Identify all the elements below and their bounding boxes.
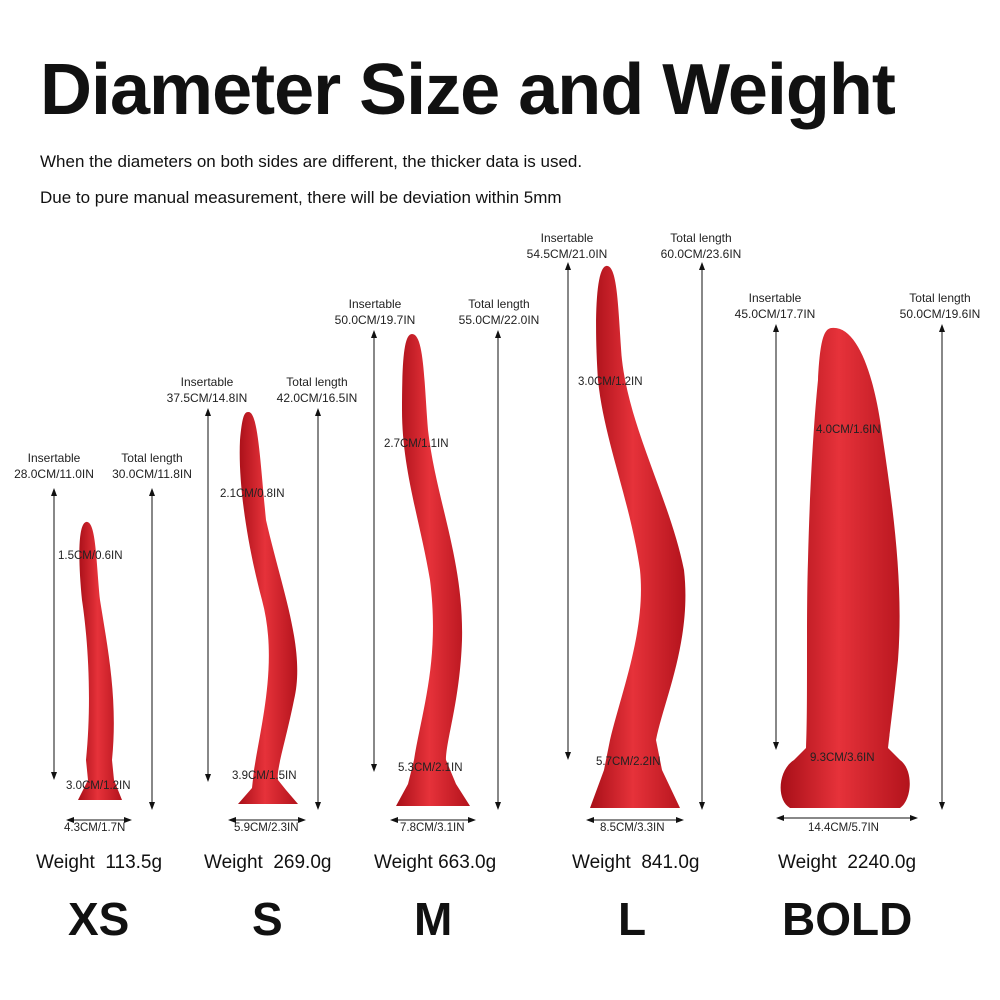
- size-m: M: [414, 893, 453, 945]
- l-base-diameter: 5.7CM/2.2IN: [596, 756, 661, 768]
- s-foot-width: 5.9CM/2.3IN: [234, 822, 299, 834]
- size-bold: BOLD: [782, 893, 913, 945]
- product-m-image: [396, 334, 470, 806]
- m-foot-width: 7.8CM/3.1IN: [400, 822, 465, 834]
- m-base-diameter: 5.3CM/2.1IN: [398, 762, 463, 774]
- size-l: L: [618, 893, 647, 945]
- size-s: S: [252, 893, 283, 945]
- s-base-diameter: 3.9CM/1.5IN: [232, 770, 297, 782]
- bold-base-diameter: 9.3CM/3.6IN: [810, 752, 875, 764]
- product-l-image: [590, 265, 686, 808]
- l-foot-width: 8.5CM/3.3IN: [600, 822, 665, 834]
- m-tip-diameter: 2.7CM/1.1IN: [384, 438, 449, 450]
- bold-foot-width: 14.4CM/5.7IN: [808, 822, 879, 834]
- size-xs: XS: [68, 893, 130, 945]
- xs-base-diameter: 3.0CM/1.2IN: [66, 780, 131, 792]
- l-tip-diameter: 3.0CM/1.2IN: [578, 376, 643, 388]
- s-tip-diameter: 2.1CM/0.8IN: [220, 488, 285, 500]
- xs-tip-diameter: 1.5CM/0.6IN: [58, 550, 123, 562]
- xs-weight: Weight 113.5g: [36, 852, 163, 873]
- l-weight: Weight 841.0g: [572, 852, 700, 873]
- bold-tip-diameter: 4.0CM/1.6IN: [816, 424, 881, 436]
- s-weight: Weight 269.0g: [204, 852, 332, 873]
- bold-weight: Weight 2240.0g: [778, 852, 917, 873]
- m-weight: Weight 663.0g: [374, 852, 497, 873]
- product-s-image: [238, 411, 298, 804]
- product-bold-image: [780, 327, 910, 808]
- note-deviation: Due to pure manual measurement, there wi…: [40, 188, 562, 207]
- product-xs-image: [78, 521, 122, 800]
- note-thicker-data: When the diameters on both sides are dif…: [40, 152, 583, 171]
- page-title: Diameter Size and Weight: [40, 50, 896, 130]
- xs-foot-width: 4.3CM/1.7N: [64, 822, 126, 834]
